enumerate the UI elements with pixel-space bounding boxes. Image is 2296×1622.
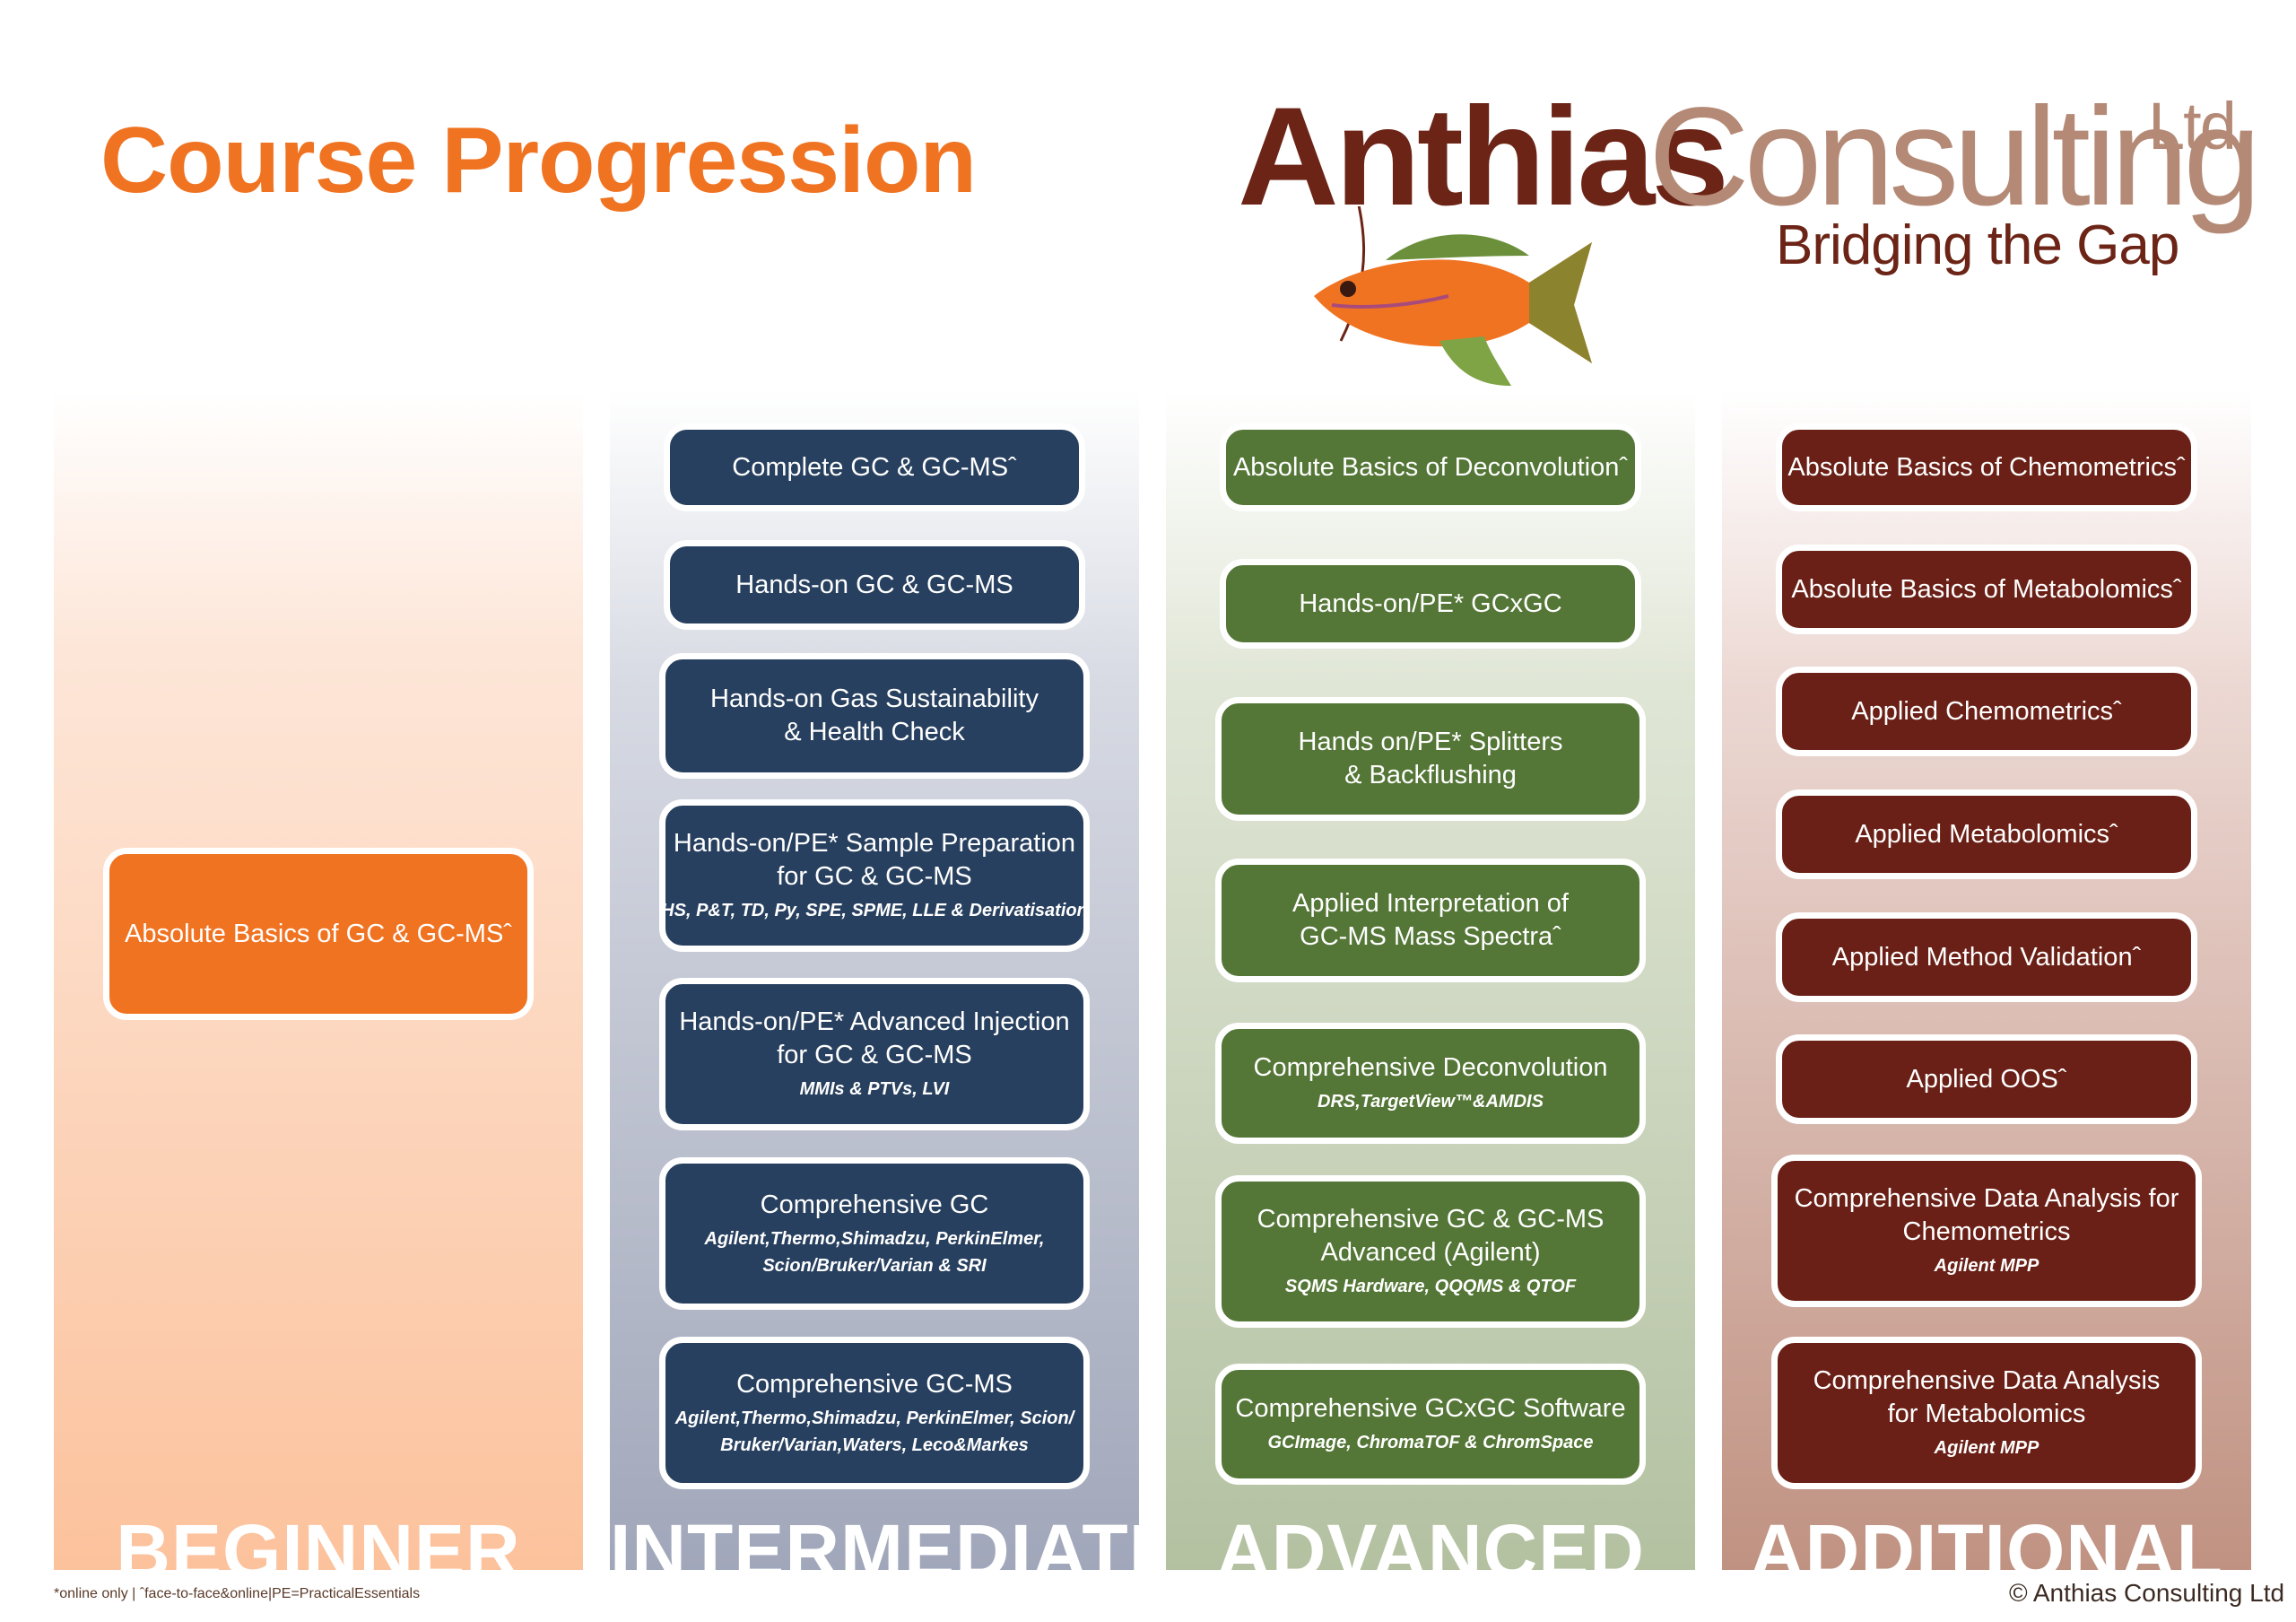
course-subtitle: Agilent MPP (1934, 1256, 2039, 1276)
course-subtitle: HS, P&T, TD, Py, SPE, SPME, LLE & Deriva… (661, 901, 1088, 920)
course-subtitle-line2: Bruker/Varian,Waters, Leco&Markes (720, 1435, 1029, 1455)
course-title: Hands-on Gas Sustainability (710, 685, 1039, 713)
course-card[interactable]: Absolute Basics of GC & GC-MSˆ (103, 848, 534, 1020)
course-title: Comprehensive GC (760, 1190, 989, 1219)
course-card[interactable]: Comprehensive GC-MS Agilent,Thermo,Shima… (659, 1337, 1090, 1489)
course-card[interactable]: Applied OOSˆ (1776, 1034, 2197, 1124)
course-card[interactable]: Hands on/PE* Splitters & Backflushing (1215, 697, 1646, 821)
column-intermediate: Complete GC & GC-MSˆ Hands-on GC & GC-MS… (610, 390, 1139, 1570)
course-card[interactable]: Hands-on Gas Sustainability & Health Che… (659, 653, 1090, 779)
course-subtitle-line2: Scion/Bruker/Varian & SRI (762, 1255, 987, 1276)
course-card[interactable]: Hands-on/PE* GCxGC (1220, 559, 1641, 649)
copyright: © Anthias Consulting Ltd (2009, 1579, 2285, 1607)
course-card[interactable]: Comprehensive GCxGC Software GCImage, Ch… (1215, 1364, 1646, 1485)
course-title: Applied OOSˆ (1906, 1064, 2067, 1094)
column-label-advanced: ADVANCED (1216, 1509, 1645, 1570)
course-title-line2: for GC & GC-MS (777, 1041, 972, 1069)
company-logo: Anthias Consulting Ltd Bridging the Gap (1220, 72, 2261, 386)
course-title: Comprehensive Data Analysis for (1794, 1184, 2179, 1213)
course-card[interactable]: Applied Method Validationˆ (1776, 912, 2197, 1002)
course-title: Applied Chemometricsˆ (1851, 696, 2122, 726)
page-title: Course Progression (100, 109, 977, 213)
course-title-line2: Chemometrics (1902, 1217, 2071, 1246)
course-title: Applied Method Validationˆ (1831, 942, 2142, 972)
course-card[interactable]: Absolute Basics of Deconvolutionˆ (1220, 423, 1641, 511)
course-card[interactable]: Absolute Basics of Chemometricsˆ (1776, 423, 2197, 511)
course-title: Comprehensive Data Analysis (1813, 1366, 2161, 1395)
course-card[interactable]: Applied Metabolomicsˆ (1776, 789, 2197, 879)
course-title: Complete GC & GC-MSˆ (732, 452, 1017, 482)
course-title: Absolute Basics of Metabolomicsˆ (1791, 574, 2182, 604)
course-card[interactable]: Absolute Basics of Metabolomicsˆ (1776, 545, 2197, 634)
course-title: Comprehensive Deconvolution (1253, 1053, 1608, 1082)
column-additional: Absolute Basics of Chemometricsˆ Absolut… (1722, 390, 2251, 1570)
logo-word-consulting: Consulting (1648, 79, 2261, 235)
course-subtitle: DRS,TargetView™&AMDIS (1318, 1092, 1544, 1112)
course-subtitle: MMIs & PTVs, LVI (799, 1079, 950, 1099)
course-title: Hands-on/PE* GCxGC (1299, 589, 1562, 618)
course-title: Hands on/PE* Splitters (1298, 728, 1563, 756)
course-subtitle: SQMS Hardware, QQQMS & QTOF (1284, 1277, 1577, 1296)
column-label-beginner: BEGINNER (116, 1509, 521, 1570)
course-card[interactable]: Hands-on GC & GC-MS (664, 540, 1085, 630)
course-title-line2: & Backflushing (1344, 761, 1517, 789)
logo-tagline: Bridging the Gap (1776, 214, 2179, 276)
course-card[interactable]: Comprehensive GC & GC-MS Advanced (Agile… (1215, 1175, 1646, 1328)
course-card[interactable]: Applied Chemometricsˆ (1776, 667, 2197, 756)
course-card[interactable]: Hands-on/PE* Advanced Injection for GC &… (659, 978, 1090, 1130)
course-title: Hands-on GC & GC-MS (735, 570, 1013, 599)
course-title: Applied Metabolomicsˆ (1855, 819, 2118, 849)
fish-icon (1314, 206, 1592, 386)
course-title: Absolute Basics of Chemometricsˆ (1787, 452, 2186, 482)
column-label-additional: ADDITIONAL (1750, 1509, 2223, 1570)
course-card[interactable]: Applied Interpretation of GC-MS Mass Spe… (1215, 859, 1646, 982)
logo-suffix-ltd: Ltd (2148, 89, 2237, 163)
course-subtitle: Agilent MPP (1934, 1438, 2039, 1458)
column-label-intermediate: INTERMEDIATE (610, 1509, 1139, 1570)
course-title: Absolute Basics of GC & GC-MSˆ (125, 919, 512, 948)
footnote: *online only | ˆface-to-face&online|PE=P… (54, 1586, 421, 1601)
course-card[interactable]: Comprehensive GC Agilent,Thermo,Shimadzu… (659, 1157, 1090, 1310)
course-card[interactable]: Comprehensive Deconvolution DRS,TargetVi… (1215, 1023, 1646, 1144)
course-title-line2: GC-MS Mass Spectraˆ (1300, 922, 1561, 951)
course-card[interactable]: Complete GC & GC-MSˆ (664, 423, 1085, 511)
column-advanced: Absolute Basics of Deconvolutionˆ Hands-… (1166, 390, 1695, 1570)
logo-word-anthias: Anthias (1238, 79, 1729, 235)
course-card[interactable]: Comprehensive Data Analysis for Chemomet… (1771, 1155, 2202, 1307)
course-title: Hands-on/PE* Sample Preparation (673, 829, 1076, 858)
course-title-line2: & Health Check (784, 718, 965, 746)
course-title-line2: for GC & GC-MS (777, 862, 972, 891)
course-title: Hands-on/PE* Advanced Injection (679, 1007, 1070, 1036)
course-subtitle: GCImage, ChromaTOF & ChromSpace (1267, 1433, 1594, 1452)
course-title-line2: Advanced (Agilent) (1320, 1238, 1541, 1267)
course-title: Comprehensive GC & GC-MS (1257, 1205, 1605, 1234)
course-title-line2: for Metabolomics (1887, 1400, 2086, 1428)
course-subtitle: Agilent,Thermo,Shimadzu, PerkinElmer, (704, 1228, 1045, 1249)
course-subtitle: Agilent,Thermo,Shimadzu, PerkinElmer, Sc… (674, 1408, 1074, 1428)
course-card[interactable]: Comprehensive Data Analysis for Metabolo… (1771, 1337, 2202, 1489)
course-title: Comprehensive GC-MS (736, 1369, 1013, 1399)
course-title: Comprehensive GCxGC Software (1235, 1394, 1626, 1423)
column-beginner: Absolute Basics of GC & GC-MSˆ BEGINNER (54, 390, 583, 1570)
course-title: Applied Interpretation of (1292, 889, 1569, 918)
course-card[interactable]: Hands-on/PE* Sample Preparation for GC &… (659, 799, 1090, 952)
course-title: Absolute Basics of Deconvolutionˆ (1232, 452, 1629, 482)
